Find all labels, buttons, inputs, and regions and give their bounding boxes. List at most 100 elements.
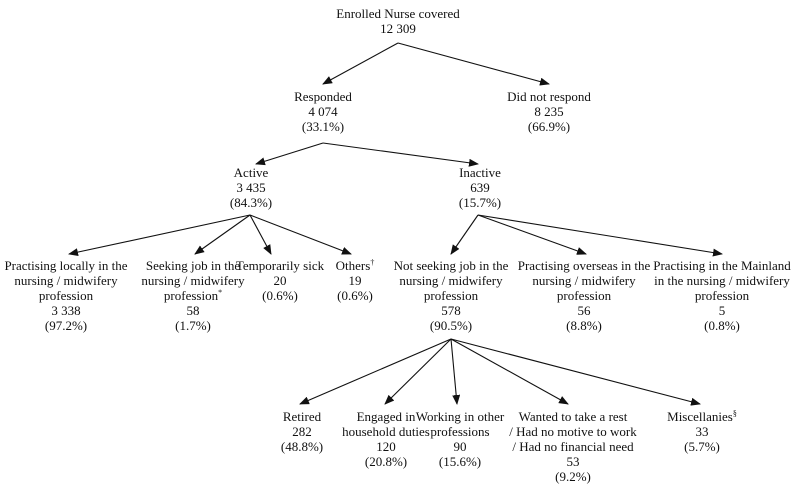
local-line-3: 3 338 — [51, 303, 80, 318]
active-line-1: 3 435 — [236, 180, 265, 195]
edge-inactive-notseek — [450, 214, 479, 255]
otherprof-line-3: (15.6%) — [439, 454, 481, 469]
seeking-line-4: (1.7%) — [175, 318, 211, 333]
edge-notseek-otherprof — [450, 338, 461, 405]
mainland-line-4: (0.8%) — [704, 318, 740, 333]
misc-line-0: Miscellanies — [667, 409, 733, 424]
edge-notseek-rest — [450, 338, 569, 405]
overseas-line-0: Practising overseas in the — [518, 258, 651, 273]
edge-active-seeking — [194, 214, 251, 255]
misc-line-2: (5.7%) — [684, 439, 720, 454]
edge-root-responded — [322, 42, 399, 85]
node-take-a-rest: Wanted to take a rest/ Had no motive to … — [509, 409, 637, 484]
overseas-line-4: (8.8%) — [566, 318, 602, 333]
notseek-line-1: nursing / midwifery — [399, 273, 503, 288]
edge-notseek-misc — [450, 338, 701, 406]
mainland-line-3: 5 — [719, 303, 726, 318]
active-line-0: Active — [234, 165, 269, 180]
noresp-line-1: 8 235 — [534, 104, 563, 119]
house-line-0: Engaged in — [357, 409, 416, 424]
active-line-2: (84.3%) — [230, 195, 272, 210]
node-miscellanies: Miscellanies§​33(5.7%) — [667, 409, 737, 454]
otherprof-line-0: Working in other — [416, 409, 505, 424]
overseas-line-2: profession — [557, 288, 612, 303]
mainland-line-0: Practising in the Mainland — [653, 258, 791, 273]
rest-line-2: / Had no financial need — [512, 439, 634, 454]
local-line-0: Practising locally in the — [4, 258, 127, 273]
root-line-0: Enrolled Nurse covered — [336, 6, 460, 21]
edge-active-others — [249, 214, 352, 255]
edge-root-did-not-respond — [397, 42, 550, 86]
seeking-footnote-mark: * — [218, 288, 222, 297]
sick-line-0: Temporarily sick — [236, 258, 325, 273]
root-line-1: 12 309 — [380, 21, 416, 36]
resp-line-1: 4 074 — [308, 104, 338, 119]
rest-line-3: 53 — [567, 454, 580, 469]
noresp-line-2: (66.9%) — [528, 119, 570, 134]
otherprof-line-1: professions — [430, 424, 489, 439]
sick-line-1: 20 — [274, 273, 287, 288]
edge-active-local — [68, 214, 251, 257]
rest-line-1: / Had no motive to work — [509, 424, 637, 439]
retired-line-1: 282 — [292, 424, 312, 439]
sick-line-2: (0.6%) — [262, 288, 298, 303]
others-footnote-mark: † — [370, 258, 374, 267]
others-line-1: 19 — [349, 273, 362, 288]
overseas-line-1: nursing / midwifery — [532, 273, 636, 288]
mainland-line-1: in the nursing / midwifery — [654, 273, 790, 288]
notseek-line-3: 578 — [441, 303, 461, 318]
otherprof-line-2: 90 — [454, 439, 467, 454]
edge-notseek-retired — [299, 338, 452, 405]
local-line-1: nursing / midwifery — [14, 273, 118, 288]
retired-line-0: Retired — [283, 409, 322, 424]
seeking-line-0: Seeking job in the — [146, 258, 240, 273]
rest-line-4: (9.2%) — [555, 469, 591, 484]
node-others: Others†​19(0.6%) — [336, 258, 375, 303]
notseek-line-4: (90.5%) — [430, 318, 472, 333]
overseas-line-3: 56 — [578, 303, 592, 318]
resp-line-0: Responded — [294, 89, 352, 104]
edge-inactive-mainland — [477, 214, 723, 257]
edge-inactive-overseas — [477, 214, 587, 255]
connectors — [68, 42, 723, 406]
house-line-1: household duties — [342, 424, 430, 439]
local-line-4: (97.2%) — [45, 318, 87, 333]
resp-line-2: (33.1%) — [302, 119, 344, 134]
others-line-2: (0.6%) — [337, 288, 373, 303]
seeking-line-3: 58 — [187, 303, 200, 318]
notseek-line-2: profession — [424, 288, 479, 303]
edge-active-sick — [249, 214, 272, 255]
edge-notseek-household — [384, 338, 452, 405]
seeking-line-2: profession — [164, 288, 219, 303]
edge-responded-active — [255, 142, 324, 166]
seeking-line-1: nursing / midwifery — [141, 273, 245, 288]
rest-line-0: Wanted to take a rest — [519, 409, 628, 424]
notseek-line-0: Not seeking job in the — [394, 258, 509, 273]
inactive-line-2: (15.7%) — [459, 195, 501, 210]
house-line-2: 120 — [376, 439, 396, 454]
mainland-line-2: profession — [695, 288, 750, 303]
retired-line-2: (48.8%) — [281, 439, 323, 454]
local-line-2: profession — [39, 288, 94, 303]
inactive-line-0: Inactive — [459, 165, 501, 180]
noresp-line-0: Did not respond — [507, 89, 591, 104]
misc-footnote-mark: § — [733, 409, 737, 418]
inactive-line-1: 639 — [470, 180, 490, 195]
others-line-0: Others — [336, 258, 371, 273]
misc-line-1: 33 — [696, 424, 709, 439]
